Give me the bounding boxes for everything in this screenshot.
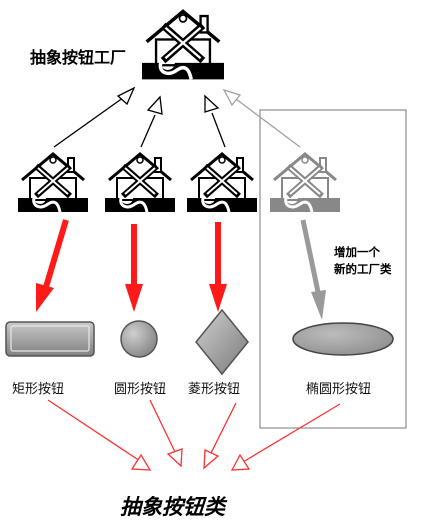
ellipse-button-label: 椭圆形按钮	[306, 381, 371, 397]
new-factory-box	[259, 109, 407, 429]
diamond-button-label: 菱形按钮	[188, 382, 240, 397]
diamond-factory-icon	[187, 154, 257, 212]
abstract-factory-icon	[142, 11, 224, 79]
create-arrow-3	[209, 222, 227, 312]
create-arrow-1	[36, 219, 69, 312]
realize-arrow-4	[230, 403, 341, 471]
realize-arrow-3	[203, 402, 237, 470]
create-arrow-2	[125, 224, 143, 312]
abstract-product-label: 抽象按钮类	[120, 495, 228, 519]
new-factory-note-line2: 新的工厂类	[334, 262, 392, 276]
inherit-line-new	[222, 88, 301, 148]
create-arrow-new	[300, 219, 326, 320]
ellipse-factory-icon	[270, 154, 340, 212]
inherit-line-2	[140, 95, 163, 148]
realize-arrow-2	[149, 399, 183, 468]
realize-arrow-1	[47, 399, 152, 471]
diamond-button-shape	[195, 308, 249, 376]
inherit-line-1	[53, 86, 136, 148]
circle-factory-icon	[105, 154, 175, 212]
abstract-factory-label: 抽象按钮工厂	[30, 48, 126, 67]
rectangle-button-label: 矩形按钮	[12, 382, 64, 397]
circle-button-label: 圆形按钮	[114, 382, 166, 397]
new-factory-note-line1: 增加一个	[334, 245, 380, 259]
rectangle-button-shape	[5, 321, 95, 357]
ellipse-button-shape	[292, 322, 394, 356]
inherit-line-3	[204, 94, 226, 148]
rect-factory-icon	[18, 154, 88, 212]
circle-button-shape	[120, 320, 158, 358]
